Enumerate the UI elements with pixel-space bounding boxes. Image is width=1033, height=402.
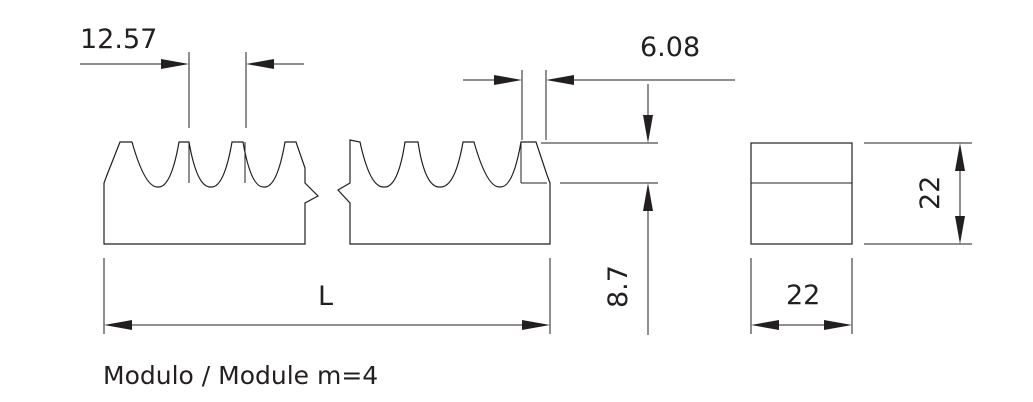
rack-right-segment xyxy=(337,139,551,245)
length-label: L xyxy=(318,281,333,312)
length-dimension: L xyxy=(103,258,551,334)
pitch-label: 12.57 xyxy=(80,24,157,55)
tooth-height-dimension: 8.7 xyxy=(541,84,658,335)
tooth-width-dimension: 6.08 xyxy=(463,32,735,140)
width-label: 22 xyxy=(786,280,820,311)
rack-cross-section xyxy=(750,142,853,245)
height-dimension: 22 xyxy=(864,142,972,245)
rack-left-segment xyxy=(103,141,319,245)
tooth-width-label: 6.08 xyxy=(640,32,700,63)
tooth-height-label: 8.7 xyxy=(603,265,634,308)
module-caption: Modulo / Module m=4 xyxy=(103,361,378,390)
pitch-dimension: 12.57 xyxy=(80,24,304,128)
height-label: 22 xyxy=(915,176,946,210)
width-dimension: 22 xyxy=(750,258,853,334)
